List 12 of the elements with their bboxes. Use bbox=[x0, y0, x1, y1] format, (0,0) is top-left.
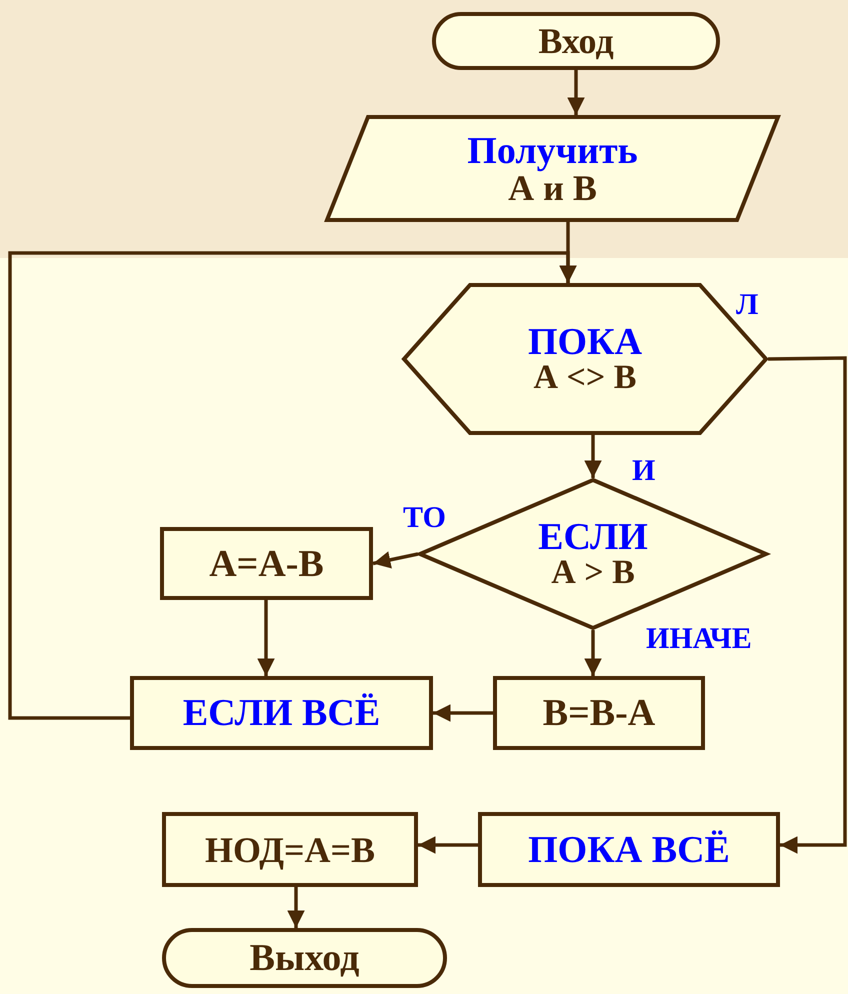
process-box: ПОКА ВСЁ bbox=[478, 812, 780, 887]
process-box: В=В-А bbox=[493, 676, 705, 750]
process-box: ЕСЛИ ВСЁ bbox=[130, 676, 433, 750]
process-box: НОД=А=В bbox=[162, 812, 418, 887]
edge-label: И bbox=[632, 456, 656, 486]
process-box: А=А-В bbox=[160, 527, 373, 600]
edge-label: Л bbox=[736, 290, 758, 320]
end-terminal: Выход bbox=[162, 928, 447, 988]
input-parallelogram: Получить А и В bbox=[325, 115, 780, 222]
start-terminal: Вход bbox=[432, 12, 720, 70]
edge-label: ТО bbox=[403, 503, 446, 533]
edge-label: ИНАЧЕ bbox=[646, 624, 752, 654]
